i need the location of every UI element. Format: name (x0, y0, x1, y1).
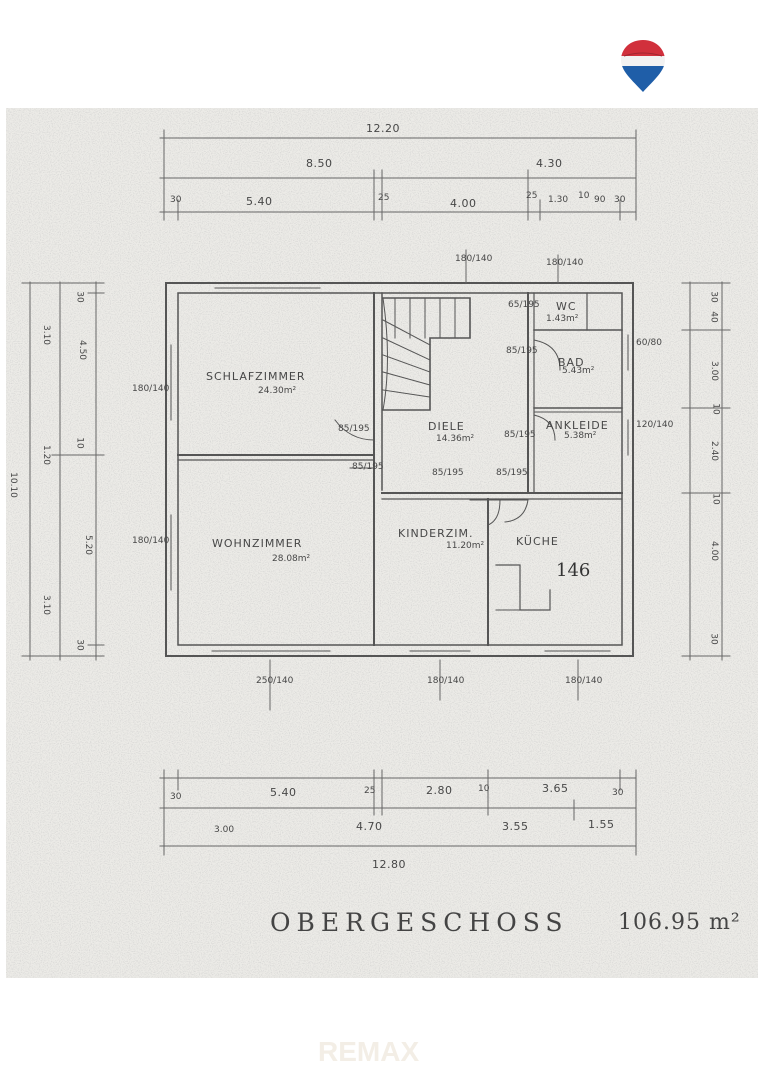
dim-top-30-left: 30 (170, 195, 182, 205)
room-area-wohnzimmer: 28.08m² (272, 554, 311, 564)
opening-label-door-schlafzimmer: 85/195 (338, 424, 370, 434)
remax-watermark: REMAX (318, 1036, 420, 1067)
dim-left-10: 10 (74, 437, 85, 449)
dim-top-30-right: 30 (614, 195, 626, 205)
room-area-diele: 14.36m² (436, 434, 475, 444)
dim-right-10-a: 10 (710, 403, 721, 415)
dim-left-10-10: 10.10 (7, 472, 18, 498)
dim-top-90: 90 (594, 195, 606, 205)
dim-top-4-00: 4.00 (450, 197, 477, 210)
balloon-logo (621, 40, 665, 92)
opening-label-ankleide-window: 120/140 (636, 420, 674, 430)
dim-top-4-30: 4.30 (536, 157, 563, 170)
handwritten-note: 146 (556, 560, 591, 581)
opening-label-door-kinderzimmer: 85/195 (432, 468, 464, 478)
dim-top-5-40: 5.40 (246, 195, 273, 208)
room-area-wc: 1.43m² (546, 314, 579, 324)
opening-label-wc-window: 180/140 (546, 258, 584, 268)
dim-top-1-30: 1.30 (548, 195, 569, 205)
dim-bottom-10: 10 (478, 784, 490, 794)
dim-bottom-3-55: 3.55 (502, 820, 529, 833)
room-label-wohnzimmer: WOHNZIMMER (212, 537, 303, 550)
dim-right-30-bottom: 30 (708, 633, 719, 645)
room-area-schlafzimmer: 24.30m² (258, 386, 297, 396)
dim-left-3-10-top: 3.10 (41, 324, 52, 346)
dim-top-10: 10 (578, 191, 590, 201)
opening-label-bad-window: 60/80 (636, 338, 662, 348)
opening-label-door-bad: 85/195 (506, 346, 538, 356)
floor-title: OBERGESCHOSS (270, 908, 569, 937)
dim-right-10-b: 10 (710, 493, 721, 505)
room-label-kueche: KÜCHE (516, 535, 559, 548)
dim-right-3-00: 3.00 (709, 360, 720, 382)
room-label-bad: BAD (558, 356, 585, 369)
dim-right-2-40: 2.40 (709, 440, 720, 462)
dim-bottom-4-70: 4.70 (356, 820, 383, 833)
room-area-kinderzimmer: 11.20m² (446, 541, 485, 551)
opening-label-door-ankleide: 85/195 (504, 430, 536, 440)
dim-bottom-overall: 12.80 (372, 858, 406, 871)
dim-left-1-20: 1.20 (41, 444, 52, 466)
opening-label-wohnzimmer-south-window: 250/140 (256, 676, 294, 686)
room-label-schlafzimmer: SCHLAFZIMMER (206, 370, 306, 383)
opening-label-door-kueche: 85/195 (496, 468, 528, 478)
outer-wall-inner (177, 292, 623, 646)
room-area-ankleide: 5.38m² (564, 431, 597, 441)
dim-bottom-30-right: 30 (612, 788, 624, 798)
dim-top-25-a: 25 (378, 193, 390, 203)
opening-label-wohnzimmer-window: 180/140 (132, 536, 170, 546)
dim-right-4-00: 4.00 (709, 540, 720, 562)
dim-left-30-top: 30 (74, 291, 85, 303)
outer-wall-outer (165, 282, 634, 657)
dim-bottom-3-65: 3.65 (542, 782, 569, 795)
dim-top-25-b: 25 (526, 191, 538, 201)
room-label-diele: DIELE (428, 420, 465, 433)
floor-total-area: 106.95 m² (618, 910, 741, 935)
dim-right-30-top: 30 (708, 291, 719, 303)
opening-label-door-wohnzimmer: 85/195 (352, 462, 384, 472)
dim-bottom-25: 25 (364, 786, 376, 796)
dim-bottom-1-55: 1.55 (588, 818, 615, 831)
room-area-bad: 5.43m² (562, 366, 595, 376)
opening-label-kinderzimmer-window: 180/140 (427, 676, 465, 686)
room-label-wc: WC (556, 300, 577, 313)
dim-left-4-50: 4.50 (77, 339, 88, 361)
dim-bottom-2-80: 2.80 (426, 784, 453, 797)
dim-top-overall: 12.20 (366, 122, 400, 135)
dim-left-30-bottom: 30 (74, 639, 85, 651)
dim-bottom-5-40: 5.40 (270, 786, 297, 799)
dim-bottom-3-00: 3.00 (214, 825, 235, 835)
opening-label-schlafzimmer-window: 180/140 (132, 384, 170, 394)
opening-label-kueche-window: 180/140 (565, 676, 603, 686)
opening-label-door-wc: 65/195 (508, 300, 540, 310)
opening-label-stair-window: 180/140 (455, 254, 493, 264)
dim-top-8-50: 8.50 (306, 157, 333, 170)
dim-right-40: 40 (708, 311, 719, 323)
room-label-kinderzimmer: KINDERZIM. (398, 527, 474, 540)
dim-left-5-20: 5.20 (83, 534, 94, 556)
room-label-ankleide: ANKLEIDE (546, 419, 609, 432)
dim-bottom-30-left: 30 (170, 792, 182, 802)
dim-left-3-10-bottom: 3.10 (41, 594, 52, 616)
